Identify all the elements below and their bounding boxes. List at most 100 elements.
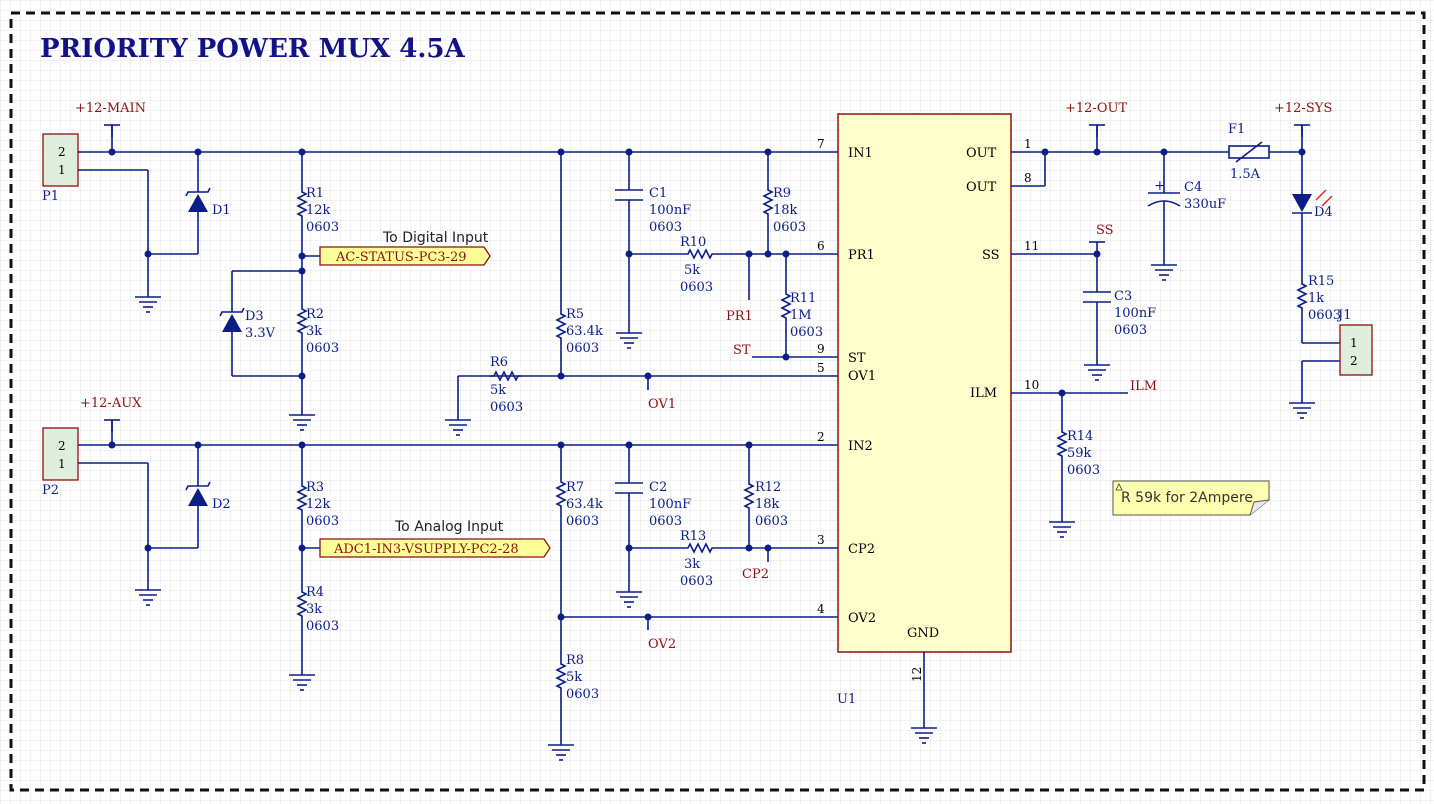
junction-dots: [108, 148, 1306, 621]
port-ac-status[interactable]: AC-STATUS-PC3-29: [319, 246, 491, 266]
net-st: ST: [733, 343, 751, 358]
power-label-sys: +12-SYS: [1274, 101, 1332, 116]
u1-pin-cp2: CP2: [848, 542, 875, 557]
f1-value: 1.5A: [1230, 167, 1261, 182]
c3-package: 0603: [1114, 323, 1147, 338]
u1-pin-num-ov2: 4: [817, 602, 825, 616]
u1-pin-in1: IN1: [848, 146, 873, 161]
r2-package: 0603: [306, 341, 339, 356]
u1-pin-gnd: GND: [907, 626, 939, 641]
zener-d3[interactable]: [219, 270, 302, 377]
connector-p1[interactable]: 2 1: [42, 133, 79, 187]
r10-package: 0603: [680, 280, 713, 295]
main-rail: [78, 125, 838, 287]
r8-value: 5k: [566, 670, 582, 685]
r11-package: 0603: [790, 325, 823, 340]
port-adc1-vsupply-label: ADC1-IN3-VSUPPLY-PC2-28: [333, 542, 519, 557]
r6-ref: R6: [490, 355, 508, 370]
connector-p2[interactable]: 2 1: [42, 427, 79, 481]
r13-package: 0603: [680, 574, 713, 589]
r14-package: 0603: [1067, 463, 1100, 478]
net-cp2: CP2: [742, 567, 769, 582]
led-d4[interactable]: [1292, 152, 1333, 280]
u1-pin-num-pr1: 6: [817, 239, 825, 253]
u1-ref: U1: [837, 692, 856, 707]
r11-value: 1M: [790, 308, 812, 323]
power-label-main: +12-MAIN: [75, 101, 146, 116]
port-ac-status-label: AC-STATUS-PC3-29: [335, 250, 467, 265]
power-label-aux: +12-AUX: [80, 396, 142, 411]
c2-ref: C2: [649, 480, 667, 495]
d2-ref: D2: [212, 497, 231, 512]
net-ss: SS: [1096, 223, 1114, 238]
net-ov1: OV1: [648, 397, 676, 412]
f1-ref: F1: [1228, 122, 1245, 137]
c1-ref: C1: [649, 186, 667, 201]
diode-d1[interactable]: [185, 152, 211, 254]
d3-ref: D3: [245, 309, 264, 324]
r1-package: 0603: [306, 220, 339, 235]
u1-pin-num-in1: 7: [817, 137, 825, 151]
u1-pin-ilm: ILM: [970, 386, 997, 401]
svg-text:+: +: [1154, 178, 1166, 194]
p1-pin-1: 1: [58, 163, 66, 177]
r4-ref: R4: [306, 585, 324, 600]
u1-pin-num-ilm: 10: [1024, 378, 1039, 392]
c2-value: 100nF: [649, 497, 691, 512]
u1-pin-out2: OUT: [966, 180, 997, 195]
power-label-out: +12-OUT: [1065, 101, 1127, 116]
j1-pin-2: 2: [1350, 354, 1358, 368]
p1-ref: P1: [42, 189, 59, 204]
r9-value: 18k: [773, 203, 798, 218]
r3-ref: R3: [306, 480, 324, 495]
d4-ref: D4: [1314, 205, 1333, 220]
u1-pin-ss: SS: [982, 248, 1000, 263]
u1-pin-num-in2: 2: [817, 430, 825, 444]
u1-pin-num-cp2: 3: [817, 533, 825, 547]
port-adc1-vsupply[interactable]: ADC1-IN3-VSUPPLY-PC2-28: [319, 538, 551, 558]
c2-package: 0603: [649, 514, 682, 529]
design-note[interactable]: R 59k for 2Ampere: [1112, 480, 1270, 516]
r11-ref: R11: [790, 291, 816, 306]
diode-d2[interactable]: [185, 445, 211, 548]
r12-ref: R12: [755, 480, 781, 495]
u1-pin-st: ST: [848, 351, 866, 366]
d1-ref: D1: [212, 203, 231, 218]
r9-package: 0603: [773, 220, 806, 235]
c4-value: 330uF: [1184, 197, 1226, 212]
r13-ref: R13: [680, 529, 706, 544]
analog-port-caption: To Analog Input: [394, 519, 504, 535]
r9-ref: R9: [773, 186, 791, 201]
r10-ref: R10: [680, 235, 706, 250]
u1-pin-in2: IN2: [848, 439, 873, 454]
d3-value: 3.3V: [245, 326, 276, 341]
u1-pin-num-gnd: 12: [910, 667, 924, 682]
c3-ref: C3: [1114, 289, 1132, 304]
r3-value: 12k: [306, 497, 331, 512]
r4-package: 0603: [306, 619, 339, 634]
r8-ref: R8: [566, 653, 584, 668]
r8-package: 0603: [566, 687, 599, 702]
capacitor-c4[interactable]: +: [1147, 152, 1181, 255]
j1-ref: J1: [1336, 308, 1351, 323]
r15-value: 1k: [1308, 291, 1324, 306]
r6-value: 5k: [490, 383, 506, 398]
u1-pin-num-ss: 11: [1024, 239, 1039, 253]
design-note-text: R 59k for 2Ampere: [1121, 490, 1253, 506]
r1-ref: R1: [306, 186, 324, 201]
u1-pin-num-out1: 1: [1024, 137, 1032, 151]
connector-j1[interactable]: 1 2: [1339, 324, 1373, 376]
ic-u1[interactable]: [837, 113, 1012, 653]
sheet-border: [9, 11, 1426, 792]
r6-package: 0603: [490, 400, 523, 415]
r5-package: 0603: [566, 341, 599, 356]
r10-value: 5k: [684, 263, 700, 278]
c3-value: 100nF: [1114, 306, 1156, 321]
c1-value: 100nF: [649, 203, 691, 218]
aux-rail: [78, 420, 838, 580]
r12-package: 0603: [755, 514, 788, 529]
r13-value: 3k: [684, 557, 700, 572]
r4-value: 3k: [306, 602, 322, 617]
p2-pin-2: 2: [58, 439, 66, 453]
